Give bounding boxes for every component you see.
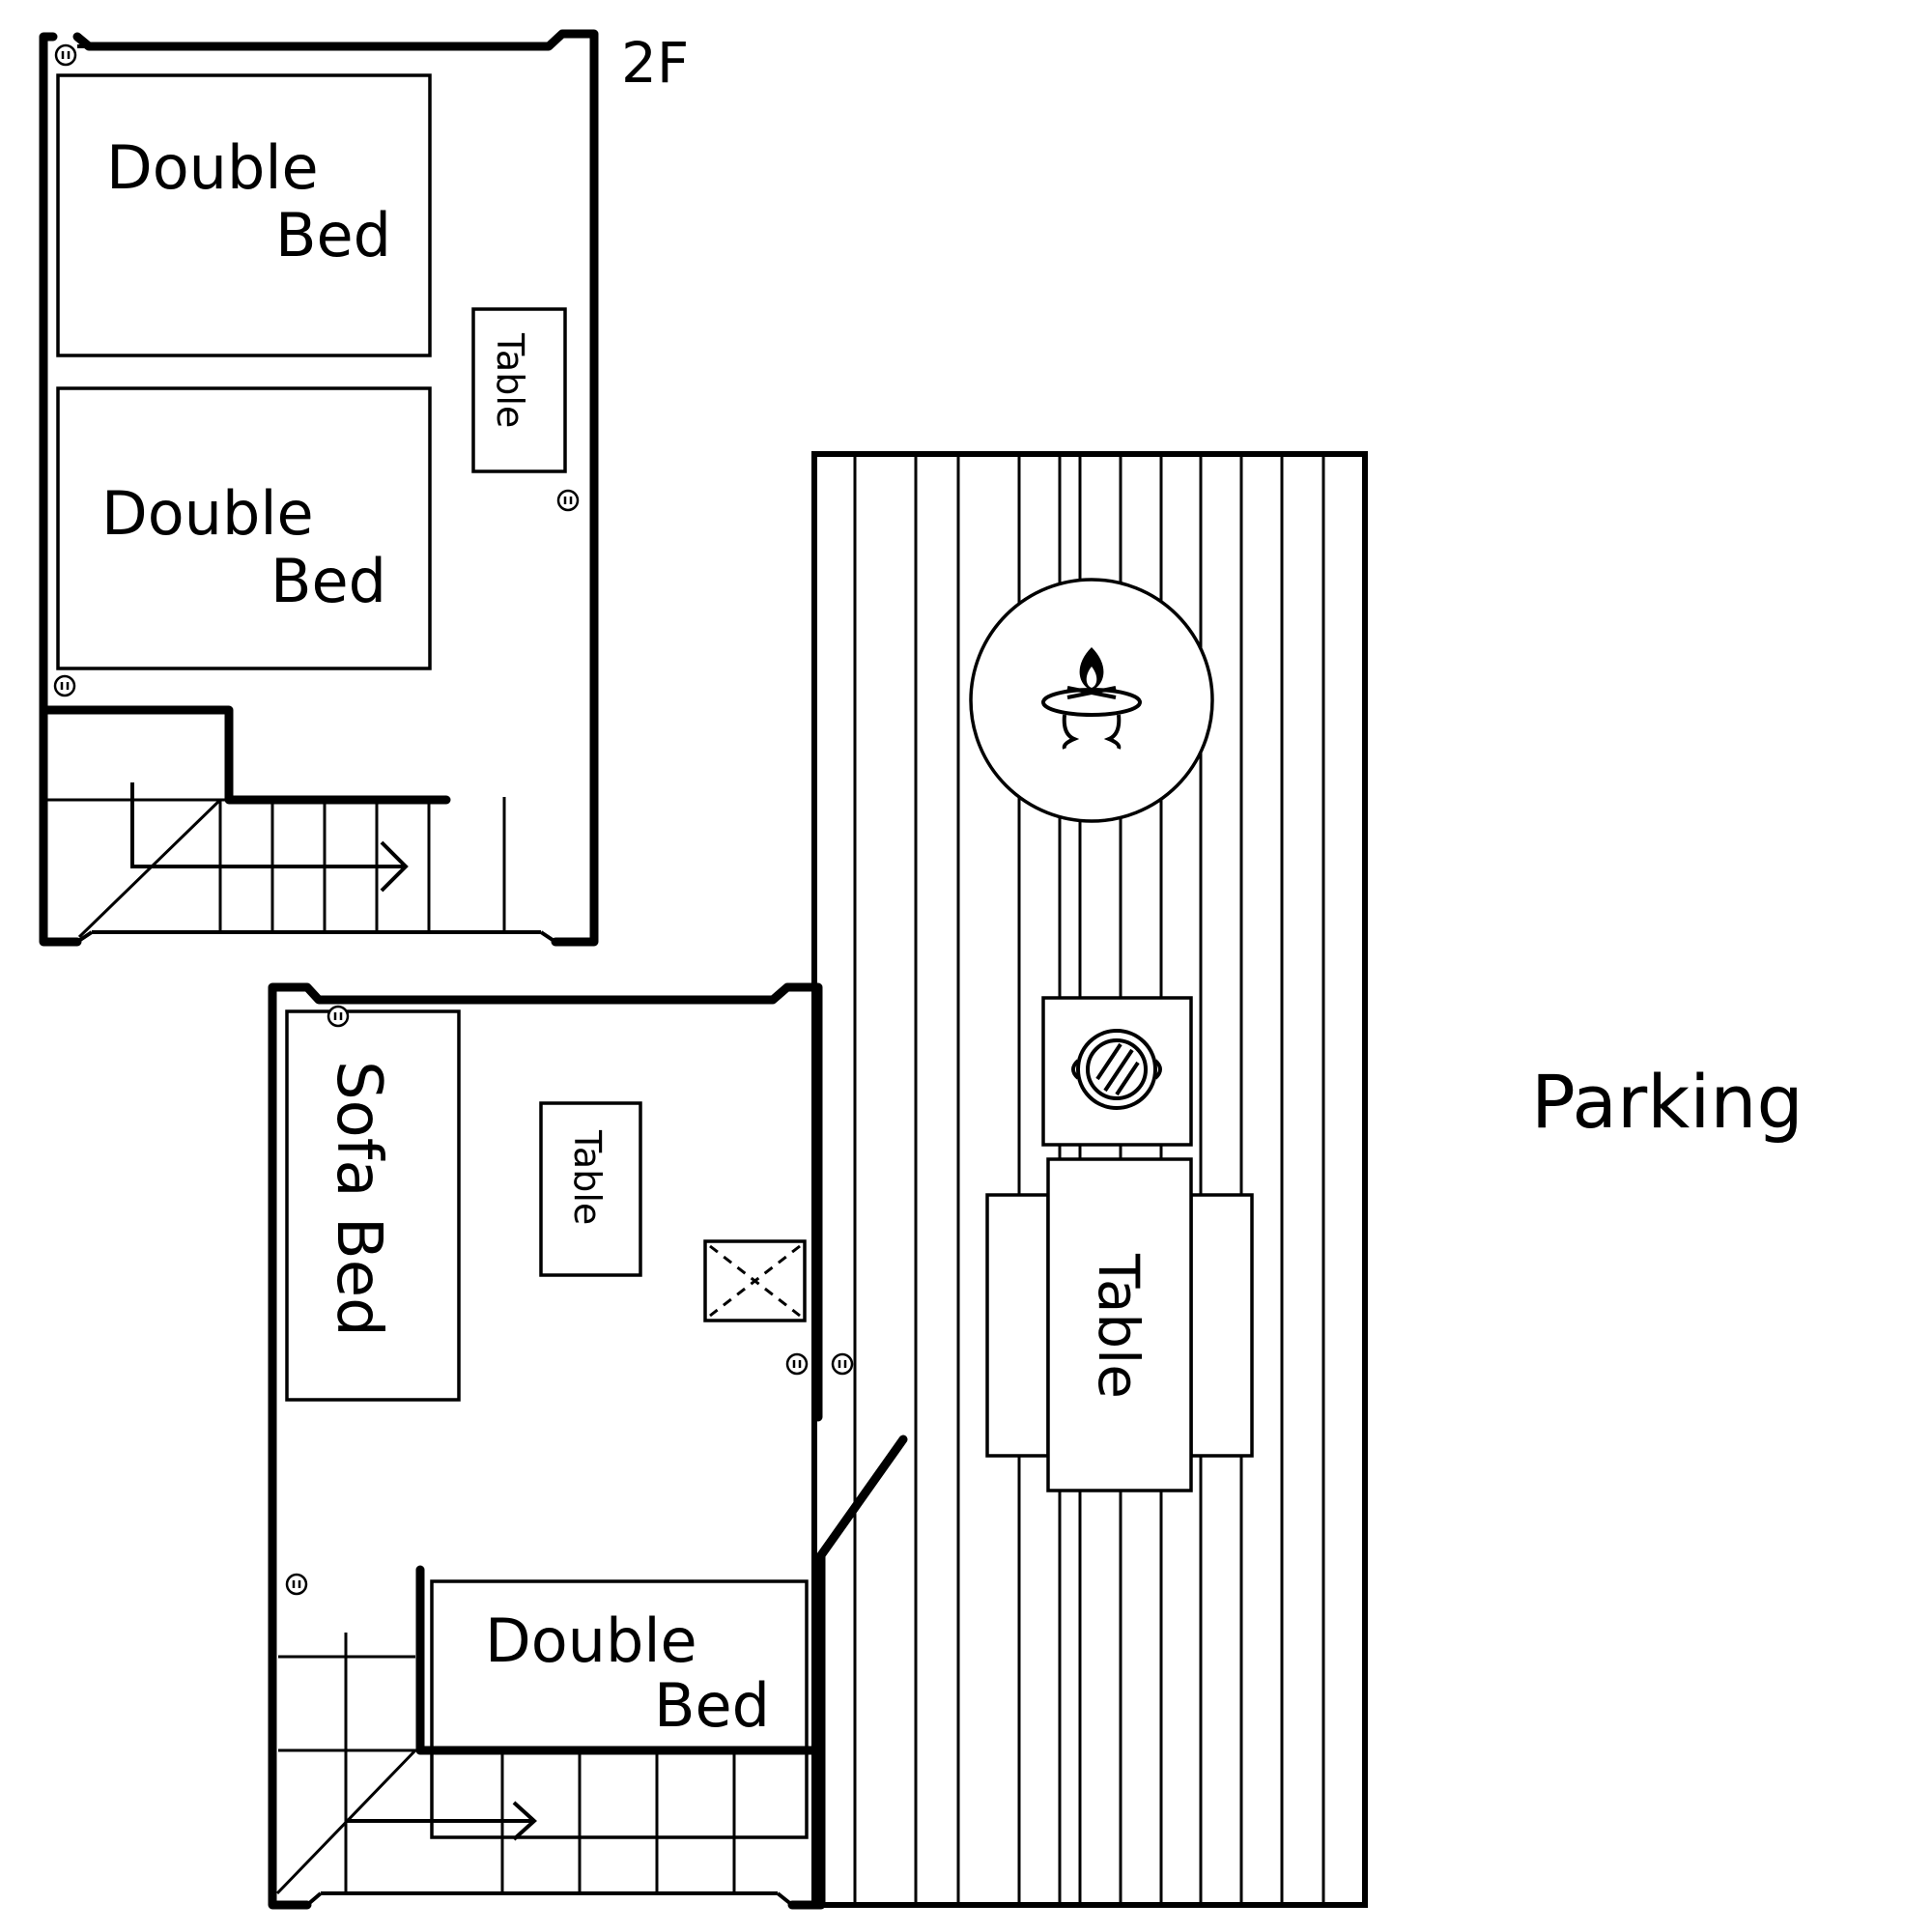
table-upper-label: Table bbox=[489, 332, 531, 428]
table-upper bbox=[471, 307, 567, 473]
double-bed-3-label-2: Bed bbox=[654, 1670, 770, 1741]
lower-floor-walls bbox=[268, 982, 908, 1910]
double-bed-1-label-1: Double bbox=[106, 132, 319, 203]
fan-icon bbox=[703, 1239, 807, 1322]
double-bed-3-label-1: Double bbox=[485, 1605, 697, 1676]
table-lower bbox=[539, 1101, 642, 1277]
outlet-icon bbox=[785, 1352, 809, 1376]
double-bed-3 bbox=[430, 1579, 809, 1839]
grill-icon bbox=[1041, 996, 1193, 1147]
deck-outline bbox=[811, 451, 1368, 1908]
double-bed-2-label-1: Double bbox=[101, 478, 314, 549]
floor-label: 2F bbox=[621, 30, 689, 96]
lower-stairs bbox=[275, 1565, 824, 1895]
double-bed-2 bbox=[56, 386, 432, 670]
upper-floor: Double Bed Double Bed Table bbox=[39, 29, 689, 947]
parking-label: Parking bbox=[1531, 1059, 1804, 1145]
stairs-arrow-icon bbox=[130, 782, 404, 868]
outlet-icon bbox=[54, 43, 77, 67]
table-deck-label: Table bbox=[1086, 1253, 1151, 1399]
upper-stairs bbox=[39, 705, 506, 939]
double-bed-1-label-2: Bed bbox=[275, 200, 391, 270]
outlet-icon bbox=[53, 674, 76, 697]
deck: Table bbox=[811, 451, 1368, 1908]
sofa-bed-label: Sofa Bed bbox=[323, 1061, 394, 1337]
double-bed-2-label-2: Bed bbox=[270, 546, 386, 616]
lower-floor: Sofa Bed Table Double Bed bbox=[268, 982, 908, 1910]
fire-pit-icon bbox=[969, 578, 1214, 823]
picnic-table: Table bbox=[985, 1157, 1254, 1492]
outlet-icon bbox=[831, 1352, 854, 1376]
outlet-icon bbox=[285, 1573, 308, 1596]
outlet-icon bbox=[327, 1005, 350, 1028]
outlet-icon bbox=[556, 489, 580, 512]
table-lower-label: Table bbox=[566, 1129, 609, 1225]
sofa-bed bbox=[285, 1009, 461, 1402]
double-bed-1 bbox=[56, 73, 432, 357]
